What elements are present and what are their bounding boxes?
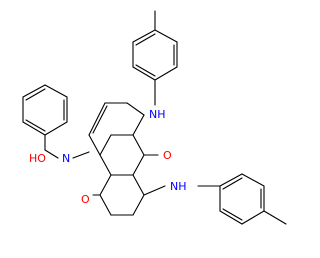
chemical-structure-diagram: NH O NH HO N O [22, 10, 287, 225]
atom-label-nh-right: NH [170, 180, 187, 193]
atom-label-ho-left: HO [29, 152, 46, 165]
atom-labels: NH O NH HO N O [29, 108, 187, 206]
bond-network [22, 10, 287, 225]
atom-label-o-bottom: O [81, 193, 90, 206]
atom-label-n-left: N [62, 152, 70, 165]
atom-label-o-mid: O [163, 149, 172, 162]
atom-label-nh-top: NH [149, 108, 166, 121]
